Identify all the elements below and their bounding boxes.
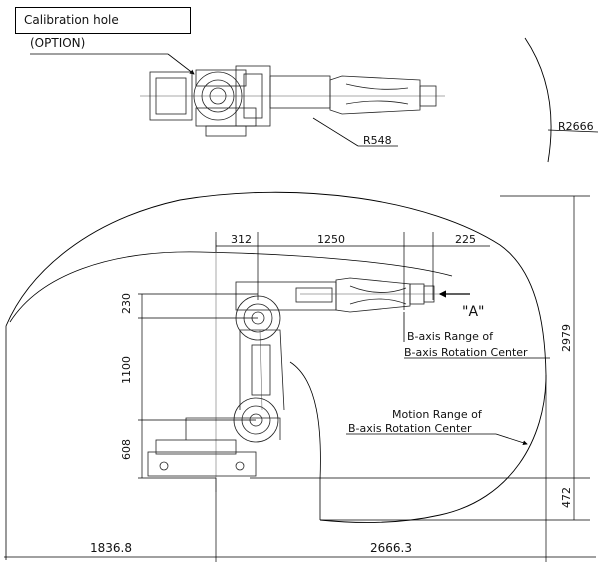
top-shoulder-inner (243, 73, 263, 119)
top-turret-outer (193, 71, 243, 121)
motion-range-line1: Motion Range of (392, 408, 483, 421)
top-turret-inner (209, 87, 227, 105)
side-base-plate (147, 451, 257, 477)
top-motor-lower (195, 107, 257, 127)
side-base-upper (155, 439, 237, 455)
dim-2666-3: 2666.3 (370, 541, 412, 555)
dim-1836-8: 1836.8 (90, 541, 132, 555)
lower-motion-range-arc (319, 374, 547, 524)
bottom-dimension-group (4, 375, 596, 562)
calibration-leader-line (167, 53, 195, 75)
r548-leader (312, 117, 359, 147)
motion-range-leader (495, 433, 528, 446)
left-dimension-group (138, 293, 258, 479)
r2666-leader (547, 129, 599, 133)
inner-motion-range-arc (9, 251, 453, 323)
top-view-robot (140, 65, 445, 137)
lower-arm (239, 329, 285, 411)
dim-1250: 1250 (317, 233, 345, 246)
top-base-block (149, 71, 193, 121)
top-turret-mid (201, 79, 235, 113)
top-motor-upper (195, 69, 247, 87)
calibration-hole-callout-box: Calibration hole (15, 7, 191, 34)
dim-225: 225 (455, 233, 476, 246)
dim-2979: 2979 (560, 324, 573, 352)
top-dimension-group (215, 232, 490, 310)
top-base-foot (205, 125, 247, 137)
top-upper-arm (269, 75, 331, 109)
dim-608: 608 (120, 439, 133, 460)
top-view-range-arc (524, 37, 552, 163)
outer-motion-range-arc (5, 191, 547, 376)
lower-arm-slot (251, 344, 271, 396)
dim-1100: 1100 (120, 356, 133, 384)
lower-arm-centerline (259, 329, 263, 411)
inner-lower-range-arc (289, 361, 321, 520)
side-view-robot (147, 240, 456, 492)
option-label: (OPTION) (30, 36, 85, 50)
dim-312: 312 (231, 233, 252, 246)
top-forearm-detail (345, 83, 409, 105)
dim-472: 472 (560, 487, 573, 508)
view-a-label: "A" (462, 304, 484, 320)
motion-range-line2: B-axis Rotation Center (348, 422, 472, 435)
side-forearm-detail (349, 285, 407, 305)
right-dimension-group (250, 195, 590, 521)
side-turret (185, 417, 281, 440)
upper-arm-motor (295, 287, 333, 303)
top-forearm (329, 75, 421, 115)
dim-230: 230 (120, 293, 133, 314)
top-base-inner (155, 77, 187, 115)
side-forearm (335, 277, 411, 313)
base-bolt-right (235, 461, 245, 471)
r2666-label: R2666 (558, 120, 594, 133)
calibration-hole-label: Calibration hole (24, 13, 119, 27)
r548-label: R548 (363, 134, 392, 147)
base-bolt-left (159, 461, 169, 471)
top-wrist-flange (419, 85, 437, 107)
b-axis-range-line2: B-axis Rotation Center (404, 346, 528, 359)
b-axis-range-line1: B-axis Range of (407, 330, 494, 343)
